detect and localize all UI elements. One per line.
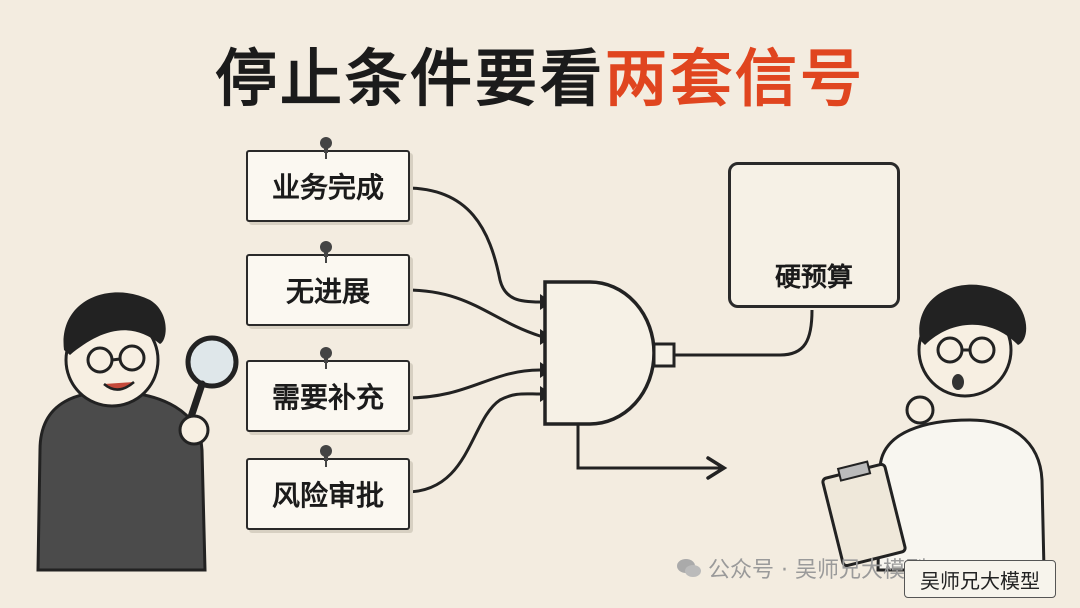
- pushpin-icon: [320, 445, 332, 467]
- note-risk-approval: 风险审批: [246, 445, 410, 530]
- note-no-progress: 无进展: [246, 241, 410, 326]
- thinking-man-illustration: [821, 284, 1046, 572]
- gate-down-output: [576, 422, 722, 470]
- note-label: 需要补充: [271, 381, 384, 414]
- connector-2: [404, 288, 542, 338]
- title-highlight: 两套信号: [605, 42, 866, 115]
- and-gate-icon: [543, 280, 656, 426]
- note-label: 无进展: [285, 275, 370, 308]
- page-title: 停止条件要看两套信号: [0, 28, 1080, 118]
- title-main: 停止条件要看: [214, 42, 605, 115]
- brand-label: 吴师兄大模型: [904, 560, 1056, 598]
- gate-to-gauge-line: [674, 309, 814, 357]
- note-label: 业务完成: [271, 171, 384, 204]
- pushpin-icon: [320, 347, 332, 369]
- pushpin-icon: [320, 241, 332, 263]
- gauge-label: 硬预算: [774, 263, 853, 293]
- wechat-icon: [677, 559, 701, 577]
- pushpin-icon: [320, 137, 332, 159]
- connector-1: [404, 186, 542, 304]
- note-need-supplement: 需要补充: [246, 347, 410, 432]
- hard-budget-gauge: 硬预算: [728, 162, 900, 308]
- connector-3: [404, 368, 542, 400]
- output-arrowhead: [706, 456, 728, 480]
- connector-4: [404, 392, 542, 494]
- note-business-complete: 业务完成: [246, 137, 410, 222]
- watermark-text: 公众号 · 吴师兄大模型: [708, 558, 927, 583]
- note-label: 风险审批: [271, 479, 384, 512]
- gate-output-stub: [652, 342, 676, 368]
- curious-boy-illustration: [36, 292, 239, 572]
- watermark: 公众号 · 吴师兄大模型: [676, 552, 927, 584]
- magnifier-lens: [185, 335, 239, 389]
